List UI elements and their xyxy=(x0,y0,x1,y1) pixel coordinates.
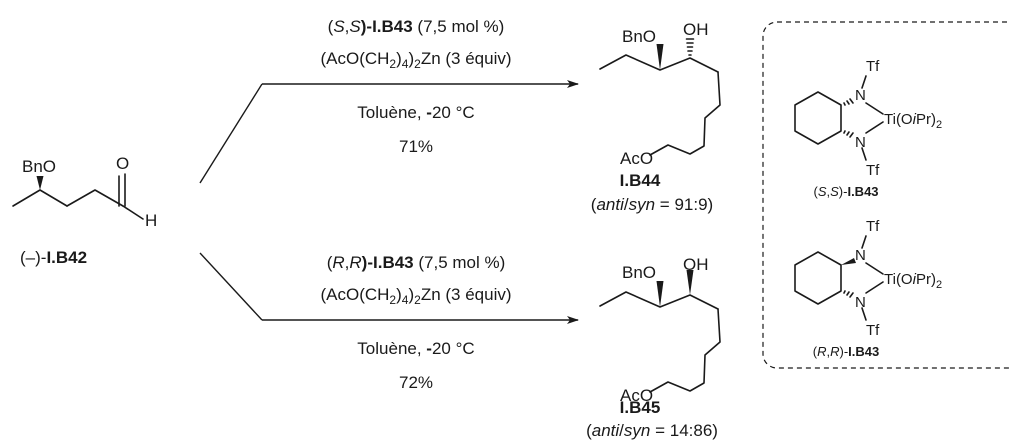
stereo-wedge-bond xyxy=(656,44,664,70)
stereo-wedge-bond xyxy=(656,281,664,307)
atom-label-aco: AcO xyxy=(620,149,653,168)
reaction-conditions-top: (S,S)-I.B43 (7,5 mol %) (AcO(CH2)4)2Zn (… xyxy=(320,17,511,156)
atom-label-h: H xyxy=(145,211,157,230)
reaction-conditions-bottom: (R,R)-I.B43 (7,5 mol %) (AcO(CH2)4)2Zn (… xyxy=(320,253,511,392)
catalyst-line-bottom: (R,R)-I.B43 (7,5 mol %) xyxy=(327,253,506,272)
atom-label-tf: Tf xyxy=(866,162,880,179)
catalyst-label-rr: (R,R)-I.B43 xyxy=(813,344,880,359)
stereo-wedge-bond xyxy=(841,258,856,265)
atom-label-oh: OH xyxy=(683,255,709,274)
atom-label-ti: Ti(OiPr)2 xyxy=(884,111,942,131)
stereo-hash-bond xyxy=(685,38,695,56)
product-structure-top: BnO OH AcO I.B44 (anti/syn = 91:9) xyxy=(591,20,721,214)
reagent-line-bottom: (AcO(CH2)4)2Zn (3 équiv) xyxy=(320,285,511,307)
atom-label-oh: OH xyxy=(683,20,709,39)
catalyst-ss-structure: Tf N N Tf Ti(OiPr)2 (S,S)-I.B43 xyxy=(794,58,942,199)
atom-label-obn: BnO xyxy=(22,157,56,176)
yield-top: 71% xyxy=(399,137,433,156)
stereo-wedge-bond xyxy=(36,176,44,190)
product-label-bottom: I.B45 xyxy=(620,398,661,417)
atom-label-n: N xyxy=(855,247,866,264)
atom-label-tf: Tf xyxy=(866,322,880,339)
branch-line-top xyxy=(199,83,263,184)
product-label-top: I.B44 xyxy=(620,171,661,190)
catalyst-label-ss: (S,S)-I.B43 xyxy=(813,184,878,199)
stereo-wedge-bond xyxy=(686,270,694,295)
reactant-label: (–)-I.B42 xyxy=(20,248,87,267)
reactant-structure: BnO O H (–)-I.B42 xyxy=(12,154,157,267)
branch-line-bottom xyxy=(199,252,263,321)
atom-label-aco: AcO xyxy=(620,386,653,405)
atom-label-tf: Tf xyxy=(866,218,880,235)
stereo-hash-bond xyxy=(843,290,854,298)
catalyst-rr-structure: Tf N N Tf Ti(OiPr)2 (R,R)-I.B43 xyxy=(794,218,942,359)
stereo-hash-bond xyxy=(843,98,854,138)
catalyst-line-top: (S,S)-I.B43 (7,5 mol %) xyxy=(328,17,505,36)
yield-bottom: 72% xyxy=(399,373,433,392)
reagent-line-top: (AcO(CH2)4)2Zn (3 équiv) xyxy=(320,49,511,71)
diastereomeric-ratio-bottom: (anti/syn = 14:86) xyxy=(586,421,718,440)
product-structure-bottom: BnO OH AcO I.B45 (anti/syn = 14:86) xyxy=(586,255,721,440)
atom-label-tf: Tf xyxy=(866,58,880,75)
atom-label-obn: BnO xyxy=(622,27,656,46)
atom-label-n: N xyxy=(855,134,866,151)
diastereomeric-ratio-top: (anti/syn = 91:9) xyxy=(591,195,713,214)
atom-label-ti: Ti(OiPr)2 xyxy=(884,271,942,291)
atom-label-n: N xyxy=(855,87,866,104)
solvent-line-bottom: Toluène, -20 °C xyxy=(357,339,474,358)
atom-label-obn: BnO xyxy=(622,263,656,282)
catalyst-box xyxy=(762,21,1010,369)
atom-label-carbonyl-o: O xyxy=(116,154,129,173)
solvent-line-top: Toluène, -20 °C xyxy=(357,103,474,122)
atom-label-n: N xyxy=(855,294,866,311)
